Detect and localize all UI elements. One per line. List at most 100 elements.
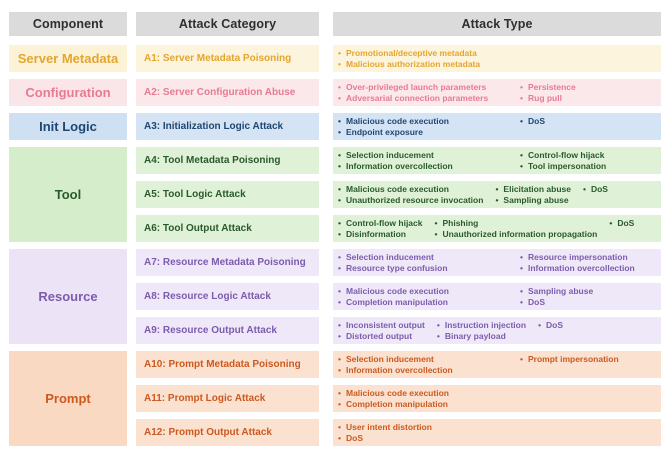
bullet-icon: • [436,330,440,341]
attack-type-label: Elicitation abuse [503,183,571,194]
table-row: A9: Resource Output Attack•Inconsistent … [136,317,661,344]
attack-type-column: •Prompt impersonation [520,354,619,365]
bullet-icon: • [338,421,341,432]
bullet-icon: • [338,160,341,171]
attack-type-item: •DoS [583,184,608,195]
attack-type-label: Prompt impersonation [527,353,619,364]
attack-type-label: Malicious code execution [345,285,449,296]
attack-rows: A1: Server Metadata Poisoning •Promotiona… [136,45,661,72]
attack-type-item: •Adversarial connection parameters [338,93,508,104]
attack-type-label: User intent distortion [345,421,432,432]
attack-type-column: •DoS [520,116,545,127]
bullet-icon: • [609,217,613,228]
attack-type-label: Tool impersonation [527,160,607,171]
attack-type-columns: • Selection inducement•Resource type conf… [338,252,658,274]
attack-type-item: •Information overcollection [338,161,508,172]
attack-type-column: •Inconsistent output• Distorted output [338,320,425,342]
component-group: Server Metadata A1: Server Metadata Poiso… [9,45,661,72]
header-component: Component [9,12,127,36]
attack-rows: A7: Resource Metadata Poisoning•Selectio… [136,249,661,344]
bullet-icon: • [338,183,341,194]
attack-type-label: Malicious code execution [345,115,449,126]
bullet-icon: • [338,81,341,92]
attack-type-item: •DoS [609,218,634,229]
attack-type-columns: •Selection inducement•Information overco… [338,354,658,376]
attack-type-label: Unauthorized information propagation [442,228,598,239]
attack-type-label: DoS [527,115,545,126]
attack-rows: A3: Initialization Logic Attack • Maliciou… [136,113,661,140]
attack-type-columns: •Malicious code execution•Completion man… [338,286,658,308]
attack-type-columns: • User intent distortion•DoS [338,422,658,444]
attack-type-cell: •Malicious code execution•Completion man… [333,385,661,412]
attack-type-columns: •Inconsistent output•Distorted output•In… [338,320,658,342]
attack-type-column: •Selection inducement•Information overco… [338,150,508,172]
attack-type-label: Selection inducement [345,149,434,160]
attack-type-item: •Completion manipulation [338,399,449,410]
bullet-icon: • [338,251,341,262]
component-cell: Tool [9,147,127,242]
attack-type-item: •Control-flow hijack [520,150,606,161]
attack-type-label: Disinformation [345,228,406,239]
bullet-icon: • [338,262,341,273]
attack-type-column: •Persistence•Rug pull [520,82,576,104]
table-body: Server Metadata A1: Server Metadata Poiso… [9,45,661,446]
attack-type-cell: •Selection inducement•Information overco… [333,351,661,378]
bullet-icon: • [520,296,523,307]
bullet-icon: • [338,115,341,126]
attack-type-label: DoS [590,183,608,194]
attack-type-cell: •Over-privileged launch parameters•Adver… [333,79,661,106]
attack-type-item: •Information overcollection [338,365,508,376]
bullet-icon: • [338,228,341,239]
attack-type-item: •Inconsistent output [338,320,425,331]
component-cell: Server Metadata [9,45,127,72]
attack-category-cell: A11: Prompt Logic Attack [136,385,319,412]
attack-type-item: •Selection inducement [338,150,508,161]
attack-type-item: •Promotional/deceptive metadata [338,48,480,59]
bullet-icon: • [436,319,440,330]
attack-type-cell: •Malicious code execution•Completion man… [333,283,661,310]
attack-type-label: Distorted output [345,330,413,341]
attack-type-column: •Promotional/deceptive metadata• Maliciou… [338,48,480,70]
attack-type-column: •Selection inducement•Information overco… [338,354,508,376]
attack-type-label: Adversarial connection parameters [345,92,489,103]
attack-type-cell: • User intent distortion•DoS [333,419,661,446]
attack-type-label: DoS [546,319,564,330]
attack-type-label: Control-flow hijack [527,149,605,160]
bullet-icon: • [520,160,523,171]
attack-type-column: •DoS [538,320,563,331]
attack-category-cell: A5: Tool Logic Attack [136,181,319,208]
attack-type-label: DoS [345,432,363,443]
attack-type-label: Selection inducement [345,251,434,262]
attack-type-label: Malicious authorization metadata [345,58,481,69]
attack-category-cell: A2: Server Configuration Abuse [136,79,319,106]
attack-rows: A4: Tool Metadata Poisoning•Selection in… [136,147,661,242]
attack-category-cell: A10: Prompt Metadata Poisoning [136,351,319,378]
bullet-icon: • [338,217,341,228]
attack-type-item: •DoS [520,116,545,127]
attack-type-cell: • Malicious code execution•Endpoint expos… [333,113,661,140]
attack-type-item: •Selection inducement [338,354,508,365]
bullet-icon: • [338,387,341,398]
attack-type-item: •DoS [338,433,432,444]
attack-category-cell: A3: Initialization Logic Attack [136,113,319,140]
attack-type-label: Information overcollection [345,364,453,375]
attack-type-column: •Elicitation abuse•Sampling abuse [495,184,571,206]
attack-type-cell: • Selection inducement•Resource type conf… [333,249,661,276]
table-row: A6: Tool Output Attack•Control-flow hija… [136,215,661,242]
attack-type-item: •Resource type confusion [338,263,508,274]
bullet-icon: • [338,296,341,307]
attack-category-cell: A4: Tool Metadata Poisoning [136,147,319,174]
bullet-icon: • [338,58,341,69]
attack-type-item: •Endpoint exposure [338,127,508,138]
attack-type-label: DoS [527,296,545,307]
attack-type-item: • Selection inducement [338,252,508,263]
attack-type-cell: •Malicious code execution•Unauthorized r… [333,181,661,208]
attack-type-column: •Control-flow hijack• Tool impersonation [520,150,606,172]
attack-category-cell: A1: Server Metadata Poisoning [136,45,319,72]
bullet-icon: • [495,183,499,194]
table-row: A5: Tool Logic Attack •Malicious code exe… [136,181,661,208]
bullet-icon: • [338,319,341,330]
